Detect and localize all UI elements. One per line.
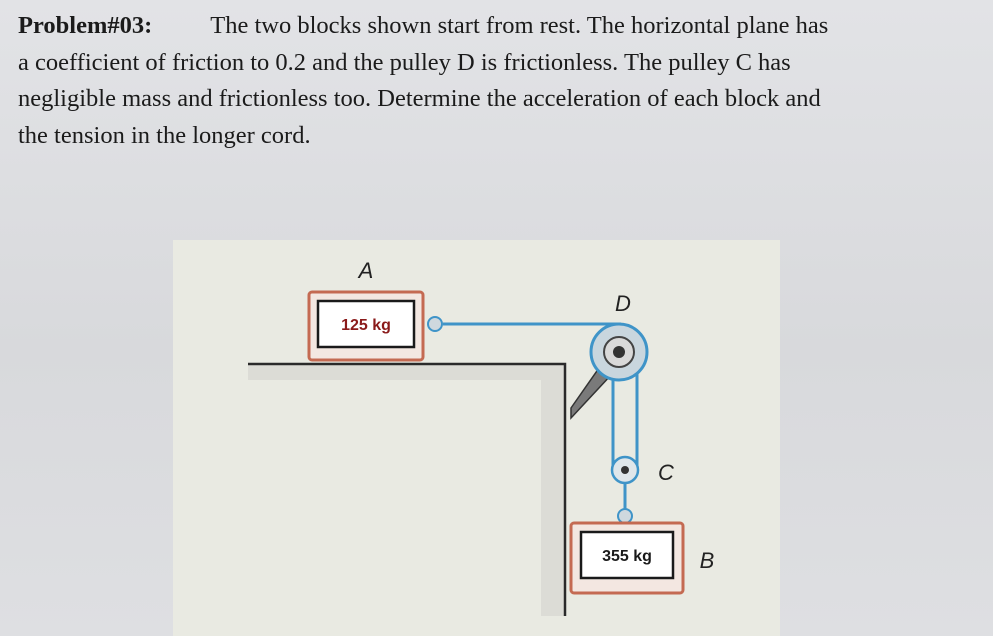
problem-statement: Problem#03: The two blocks shown start fr… [18, 8, 978, 154]
pulley-diagram-svg: 125 kg 355 kg A D C B [248, 258, 715, 616]
pulley-d [589, 322, 649, 382]
block-a-mass: 125 kg [341, 317, 391, 334]
block-b-mass: 355 kg [602, 548, 652, 565]
block-b: 355 kg [569, 521, 685, 595]
problem-line-1: Problem#03: The two blocks shown start fr… [18, 8, 978, 45]
block-b-letter: B [700, 548, 715, 573]
problem-text-line-1: The two blocks shown start from rest. Th… [210, 12, 829, 39]
pulley-c-letter: C [658, 460, 674, 485]
block-b-hook [617, 508, 633, 524]
block-a-letter: A [357, 258, 374, 283]
block-a-hook [427, 316, 443, 332]
table-edge [248, 362, 567, 616]
pulley-d-letter: D [615, 291, 631, 316]
problem-text-line-4: the tension in the longer cord. [18, 121, 311, 149]
pulley-c [610, 455, 640, 485]
problem-text-line-3: negligible mass and frictionless too. De… [18, 85, 821, 112]
table-surface [248, 364, 565, 616]
pulley-system-figure: 125 kg 355 kg A D C B [173, 240, 780, 636]
block-a: 125 kg [307, 290, 425, 362]
problem-label: Problem#03: [18, 12, 153, 39]
problem-text-line-2: a coefficient of friction to 0.2 and the… [18, 48, 791, 76]
